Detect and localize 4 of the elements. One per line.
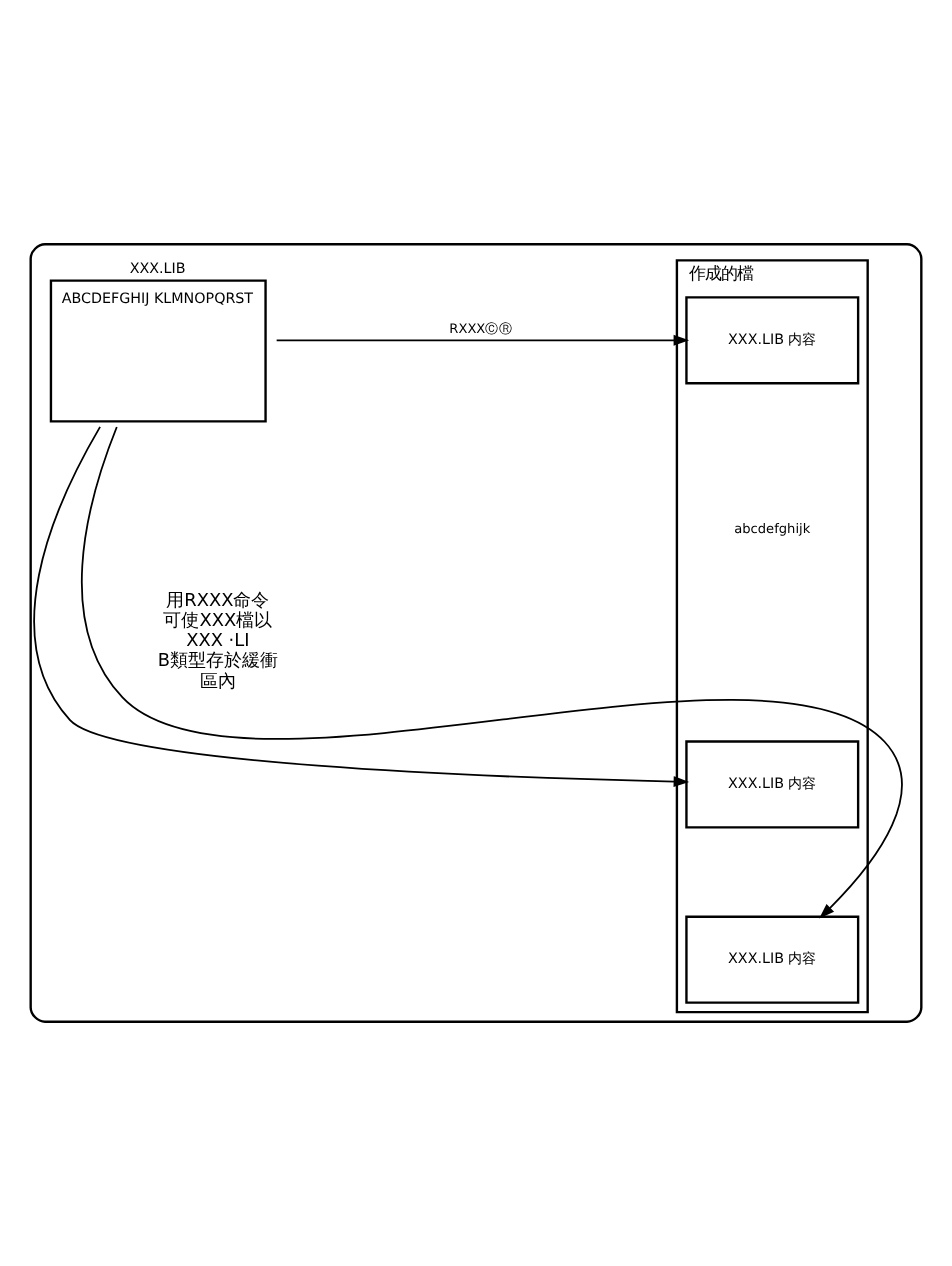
arrow <box>33 425 690 787</box>
arrow <box>81 426 903 919</box>
arrow <box>275 334 690 346</box>
label: 用RXXX命令可使XXX檔以XXX ·LIB類型存於緩衝區內 <box>157 591 279 693</box>
